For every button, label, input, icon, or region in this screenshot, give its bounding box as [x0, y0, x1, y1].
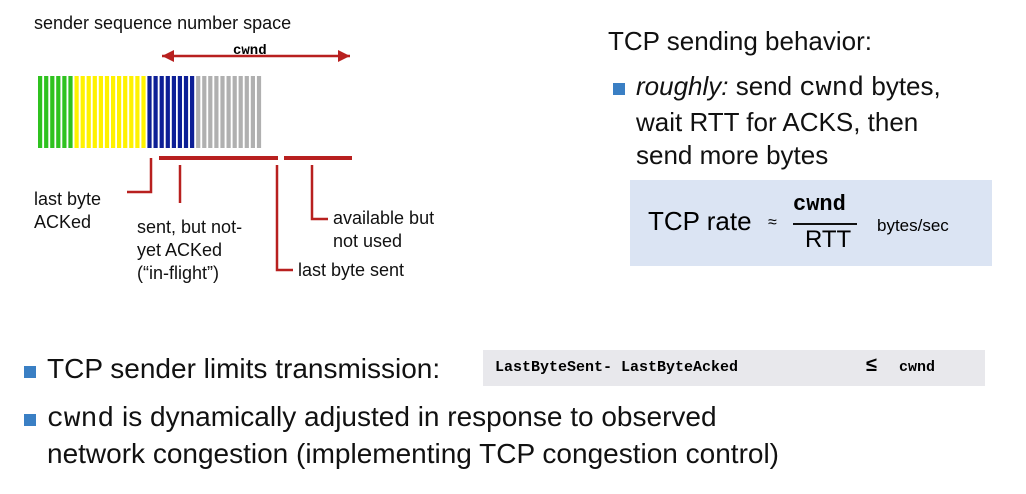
inflight-byte-bar	[74, 76, 79, 148]
bullet-icon	[24, 366, 36, 378]
roughly-italic: roughly:	[636, 71, 729, 101]
available-byte-bar	[183, 76, 189, 148]
available-byte-bar	[177, 76, 182, 148]
label-inflight-line3: (“in-flight”)	[137, 263, 220, 283]
available-byte-bar	[159, 76, 164, 148]
label-available-line2: not used	[333, 231, 403, 251]
behavior-line1-a: send	[728, 71, 800, 101]
unusable-byte-bar	[214, 76, 219, 148]
available-byte-bar	[190, 76, 195, 148]
inflight-byte-bar	[92, 76, 97, 148]
acked-byte-bar	[44, 76, 49, 148]
behavior-line1-b: bytes,	[864, 71, 941, 101]
cwnd-arrow-right-head	[338, 50, 350, 62]
formula-denominator: RTT	[805, 226, 852, 253]
formula-units: bytes/sec	[877, 216, 949, 235]
unusable-byte-bar	[208, 76, 213, 148]
inflight-byte-bar	[129, 76, 134, 148]
bullet2-text: cwnd is dynamically adjusted in response…	[47, 400, 779, 471]
label-acked-line1: last byte	[34, 189, 102, 209]
label-last-byte-acked: last byte ACKed	[34, 188, 101, 234]
behavior-heading: TCP sending behavior:	[608, 26, 873, 56]
behavior-cwnd-code: cwnd	[799, 74, 865, 104]
inflight-byte-bar	[98, 76, 103, 148]
acked-byte-bar	[62, 76, 67, 148]
formula-numerator: cwnd	[793, 192, 846, 217]
limit-expression-left: LastByteSent- LastByteAcked	[495, 359, 739, 376]
behavior-line1: roughly: send cwnd bytes,	[636, 70, 941, 106]
bullet2-cwnd-code: cwnd	[47, 404, 115, 435]
label-in-flight: sent, but not- yet ACKed (“in-flight”)	[137, 216, 242, 285]
available-byte-bar	[147, 76, 152, 148]
inflight-byte-bar	[111, 76, 116, 148]
inflight-byte-bar	[135, 76, 140, 148]
sequence-space-diagram	[38, 50, 352, 272]
unusable-byte-bar	[244, 76, 249, 148]
acked-byte-bar	[56, 76, 61, 148]
formula-lhs: TCP rate	[648, 206, 752, 236]
inflight-byte-bar	[123, 76, 128, 148]
acked-byte-bar	[68, 76, 73, 148]
unusable-byte-bar	[238, 76, 243, 148]
inflight-byte-bar	[141, 76, 146, 148]
label-acked-line2: ACKed	[34, 212, 92, 232]
available-byte-bar	[171, 76, 176, 148]
available-leader	[310, 165, 328, 221]
label-last-byte-sent: last byte sent	[298, 260, 405, 280]
diagram-title: sender sequence number space	[34, 13, 292, 33]
formula-approx: ≈	[768, 214, 777, 231]
behavior-line3: send more bytes	[636, 140, 829, 170]
label-inflight-line1: sent, but not-	[137, 217, 243, 237]
acked-byte-bar	[50, 76, 55, 148]
bullet2-line2: network congestion (implementing TCP con…	[47, 438, 780, 469]
unusable-byte-bar	[250, 76, 255, 148]
unusable-byte-bar	[196, 76, 201, 148]
inflight-byte-bar	[86, 76, 91, 148]
unusable-byte-bar	[256, 76, 262, 148]
label-available: available but not used	[333, 207, 434, 253]
last-sent-leader	[275, 165, 293, 272]
limit-expression-right: cwnd	[899, 359, 936, 376]
behavior-line2: wait RTT for ACKS, then	[636, 107, 919, 137]
annotation-lines	[127, 50, 352, 272]
tcp-rate-formula-box: TCP rate ≈ cwnd RTT bytes/sec	[630, 180, 992, 266]
acked-byte-bar	[38, 76, 43, 148]
cwnd-label: cwnd	[233, 43, 267, 59]
bullet2-line1-rest: is dynamically adjusted in response to o…	[114, 401, 717, 432]
less-equal-symbol: ≤	[866, 354, 877, 376]
inflight-byte-bar	[80, 76, 85, 148]
acked-leader	[127, 158, 153, 194]
behavior-text: roughly: send cwnd bytes, wait RTT for A…	[636, 70, 941, 172]
bullet-icon	[24, 414, 36, 426]
label-inflight-line2: yet ACKed	[137, 240, 223, 260]
cwnd-arrow-left-head	[162, 50, 174, 62]
unusable-byte-bar	[220, 76, 225, 148]
bullet-icon	[613, 83, 625, 95]
bullet2-line1: cwnd is dynamically adjusted in response…	[47, 400, 779, 437]
sequence-bars	[38, 76, 262, 148]
bullet1-text: TCP sender limits transmission:	[47, 353, 441, 384]
label-available-line1: available but	[333, 208, 435, 228]
limit-expression-box: LastByteSent- LastByteAcked ≤ cwnd	[483, 350, 985, 386]
available-byte-bar	[165, 76, 170, 148]
unusable-byte-bar	[202, 76, 207, 148]
unusable-byte-bar	[232, 76, 237, 148]
available-byte-bar	[153, 76, 158, 148]
fraction-bar	[793, 223, 857, 225]
inflight-byte-bar	[104, 76, 110, 148]
unusable-byte-bar	[226, 76, 231, 148]
inflight-byte-bar	[117, 76, 122, 148]
